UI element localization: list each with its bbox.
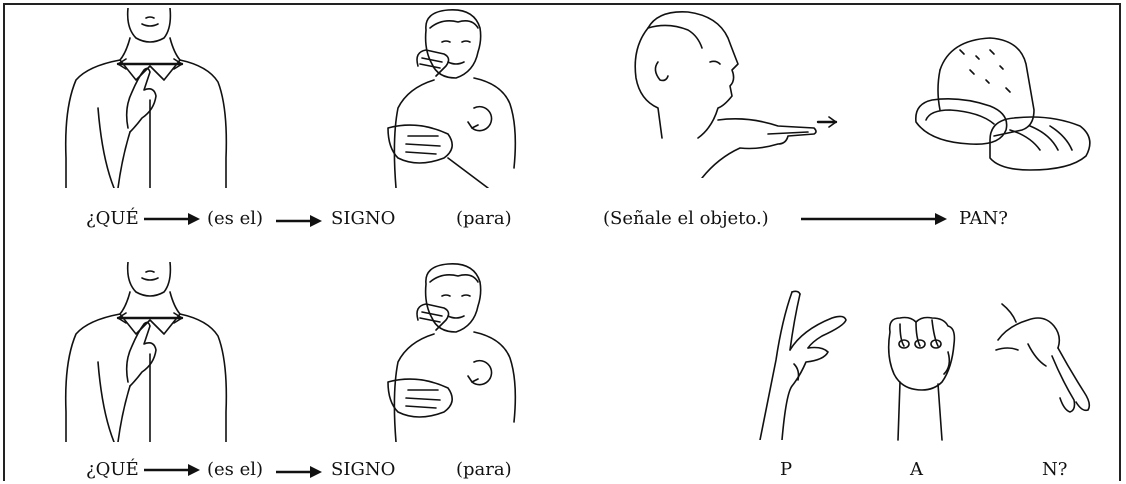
row2-letter-a: A bbox=[910, 460, 923, 480]
row2-arrow-1 bbox=[142, 462, 202, 478]
row2-que-label: ¿QUÉ bbox=[86, 460, 139, 480]
row1-pan-label: PAN? bbox=[959, 209, 1008, 229]
row1-point-instruction: (Señale el objeto.) bbox=[603, 209, 769, 229]
row1-arrow-1 bbox=[142, 211, 202, 227]
pointing-person-illustration bbox=[618, 8, 848, 178]
row2-es-el-label: (es el) bbox=[207, 460, 263, 480]
fingerspell-p-illustration bbox=[752, 290, 852, 440]
que-sign-illustration bbox=[58, 8, 238, 188]
bread-illustration bbox=[910, 30, 1100, 180]
row1-que-label: ¿QUÉ bbox=[86, 209, 139, 229]
que-sign-illustration-2 bbox=[58, 262, 238, 442]
row2-arrow-2 bbox=[274, 464, 324, 480]
fingerspell-a-illustration bbox=[882, 312, 962, 442]
row1-arrow-2 bbox=[274, 213, 324, 229]
row1-arrow-long bbox=[799, 211, 949, 227]
row2-letter-n: N? bbox=[1042, 460, 1067, 480]
row1-para-label: (para) bbox=[456, 209, 512, 229]
fingerspell-n-illustration bbox=[988, 300, 1108, 420]
row1-es-el-label: (es el) bbox=[207, 209, 263, 229]
row2-signo-label: SIGNO bbox=[331, 460, 395, 480]
row1-signo-label: SIGNO bbox=[331, 209, 395, 229]
row2-para-label: (para) bbox=[456, 460, 512, 480]
signo-sign-illustration bbox=[378, 8, 538, 188]
row2-letter-p: P bbox=[780, 460, 792, 480]
signo-sign-illustration-2 bbox=[378, 262, 538, 442]
